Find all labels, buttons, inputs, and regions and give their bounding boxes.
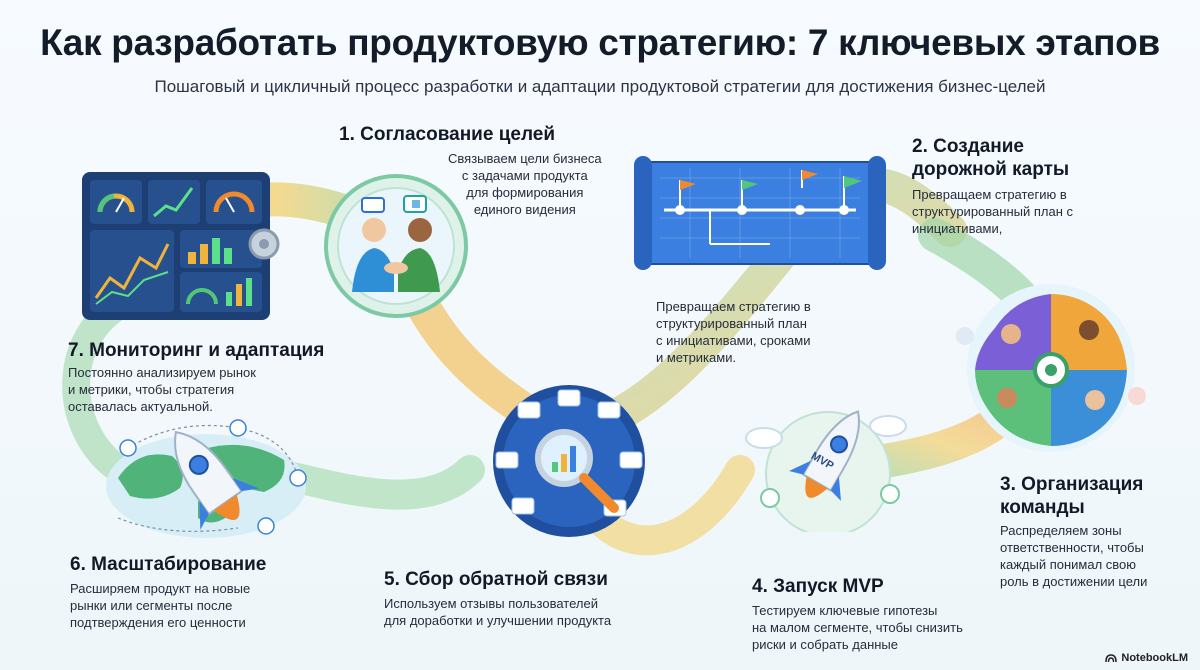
step-7-desc: Постоянно анализируем рынок и метрики, ч… [68, 365, 256, 415]
magnifier-icon [493, 385, 645, 537]
page-subtitle: Пошаговый и цикличный процесс разработки… [154, 77, 1046, 96]
step-3-desc: Распределяем зоны ответственности, чтобы… [1000, 523, 1148, 590]
step-1-title: 1. Согласование целей [339, 124, 556, 145]
step-7-title: 7. Мониторинг и адаптация [68, 340, 325, 361]
notebooklm-logo-icon [1105, 654, 1118, 663]
rocket-icon: MVP [745, 410, 907, 532]
step-5-title: 5. Сбор обратной связи [384, 569, 608, 590]
step-3-title: 3. Организация команды [1000, 474, 1144, 518]
brand-watermark: NotebookLM [1105, 652, 1188, 664]
dashboard-icon [82, 172, 280, 320]
step-1-desc: Связываем цели бизнеса с задачами продук… [448, 151, 602, 218]
step-4-desc: Тестируем ключевые гипотезы на малом сег… [752, 603, 963, 653]
step-4-title: 4. Запуск MVP [752, 576, 884, 597]
step-6-title: 6. Масштабирование [70, 554, 267, 575]
ribbon-segment-4-5 [585, 455, 755, 556]
step-2-title: 2. Создание дорожной карты [912, 136, 1070, 180]
step-2-desc-extra: Превращаем стратегию в структурированный… [656, 299, 811, 366]
globe-rocket-icon [106, 419, 307, 538]
roadmap-icon [634, 156, 886, 270]
page-title: Как разработать продуктовую стратегию: 7… [40, 22, 1160, 63]
brand-label: NotebookLM [1121, 652, 1188, 664]
team-puzzle-icon [956, 284, 1146, 452]
step-5-desc: Используем отзывы пользователей для дора… [384, 596, 612, 629]
handshake-icon [324, 174, 468, 318]
step-6-desc: Расширяем продукт на новые рынки или сег… [70, 581, 251, 631]
step-2-desc: Превращаем стратегию в структурированный… [912, 187, 1073, 237]
